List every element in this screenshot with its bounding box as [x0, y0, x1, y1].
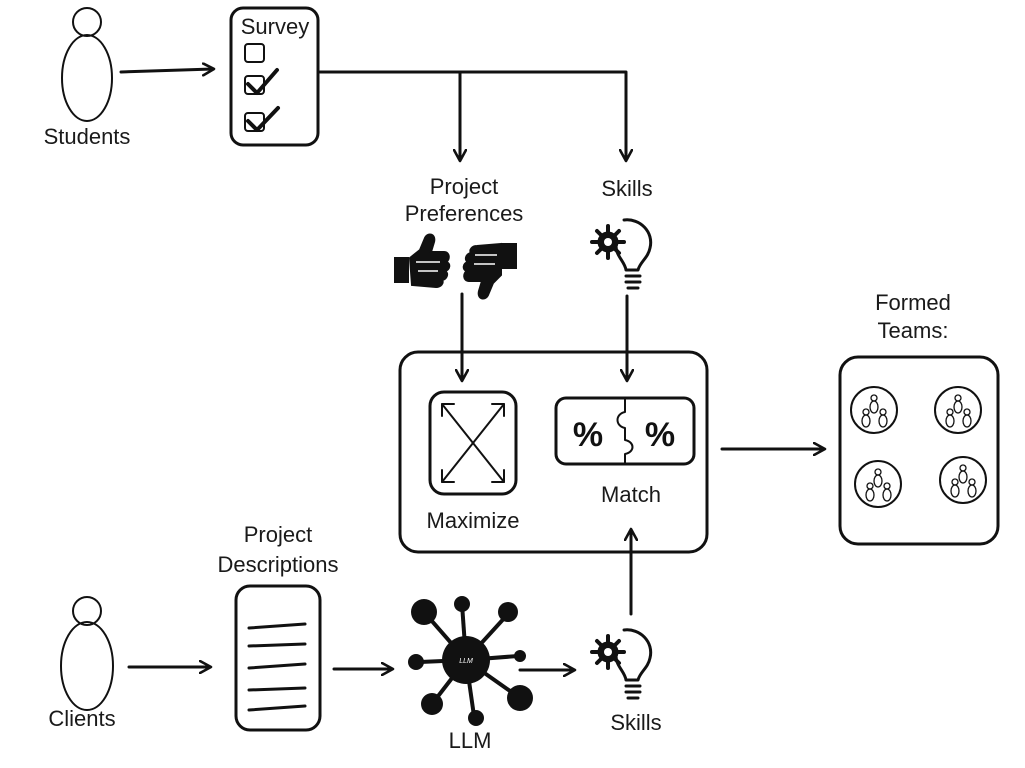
descriptions-label-line2: Descriptions	[217, 552, 338, 577]
preferences-label-line2: Preferences	[405, 201, 524, 226]
percent-puzzle-icon: % %	[554, 396, 696, 466]
formed-teams-label-line2: Teams:	[878, 318, 949, 343]
team-group-icon	[939, 456, 987, 504]
neural-network-icon: LLM	[408, 596, 533, 726]
expand-arrows-icon	[428, 390, 518, 496]
skills-top-label: Skills	[601, 176, 652, 201]
team-group-icon	[854, 460, 902, 508]
arrow-students-to-survey	[119, 69, 213, 72]
thumbs-down-icon	[462, 242, 517, 300]
document-icon	[234, 584, 322, 732]
lightbulb-gear-icon	[590, 218, 653, 290]
students-person-icon	[61, 7, 113, 122]
thumbs-up-icon	[394, 233, 451, 289]
maximize-label: Maximize	[427, 508, 520, 533]
clients-label: Clients	[48, 706, 115, 731]
optimization-box	[398, 350, 709, 554]
match-label: Match	[601, 482, 661, 507]
team-group-icon	[850, 386, 898, 434]
survey-checklist-icon	[229, 6, 320, 147]
team-group-icon	[934, 386, 982, 434]
svg-text:%: %	[573, 416, 603, 454]
skills-bottom-label: Skills	[610, 710, 661, 735]
lightbulb-gear-icon	[590, 628, 653, 700]
llm-label: LLM	[449, 728, 492, 753]
students-label: Students	[44, 124, 131, 149]
llm-node-text: LLM	[459, 658, 473, 665]
preferences-label-line1: Project	[430, 174, 498, 199]
clients-person-icon	[60, 596, 114, 711]
descriptions-label-line1: Project	[244, 522, 312, 547]
svg-text:%: %	[645, 416, 675, 454]
survey-label: Survey	[241, 14, 309, 39]
arrow-survey-to-skills	[318, 70, 626, 160]
formed-teams-label-line1: Formed	[875, 290, 951, 315]
formed-teams-box	[838, 355, 1000, 546]
